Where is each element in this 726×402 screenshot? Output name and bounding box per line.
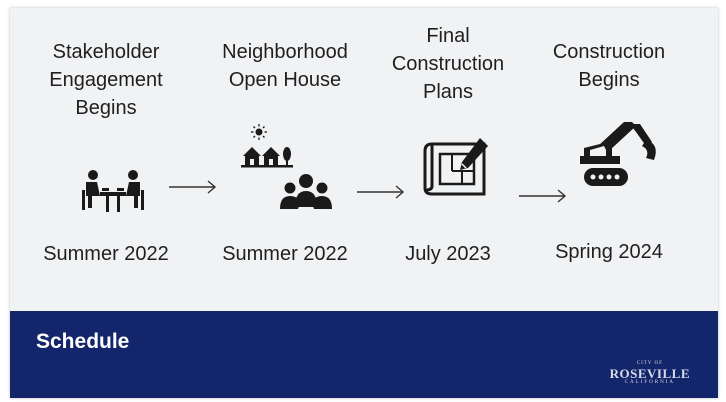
step-2-title: Neighborhood Open House — [185, 38, 385, 94]
slide: Stakeholder Engagement Begins Summer 202… — [10, 8, 718, 398]
step-3-title: Final Construction Plans — [348, 22, 548, 106]
roseville-logo: CITY OF ROSEVILLE CALIFORNIA — [610, 361, 690, 386]
step-4-title-line-2: Begins — [578, 69, 640, 91]
step-1-title-line-1: Stakeholder — [52, 41, 160, 63]
step-2-date: Summer 2022 — [222, 243, 348, 265]
blueprint-icon — [423, 138, 488, 196]
logo-city: CITY OF — [636, 361, 663, 366]
arrow-right-icon — [357, 185, 405, 199]
step-4-date: Spring 2024 — [555, 241, 663, 263]
section-title: Schedule — [36, 330, 130, 353]
step-3-title-line-1: Final — [426, 25, 470, 47]
open-house-icon — [241, 124, 332, 209]
arrow-right-icon — [169, 180, 217, 194]
arrow-right-icon — [519, 189, 567, 203]
step-1-title-line-2: Engagement — [49, 69, 163, 91]
excavator-icon — [580, 122, 656, 186]
step-4-title: Construction Begins — [509, 38, 709, 94]
meeting-icon — [82, 170, 144, 212]
logo-state: CALIFORNIA — [624, 380, 675, 385]
step-2-title-line-1: Neighborhood — [222, 41, 348, 63]
step-3-title-line-2: Construction — [391, 53, 505, 75]
logo-name: ROSEVILLE — [609, 366, 690, 381]
step-1-date: Summer 2022 — [43, 243, 169, 265]
timeline: Stakeholder Engagement Begins Summer 202… — [10, 8, 718, 311]
step-4-title-line-1: Construction — [552, 41, 666, 63]
step-3-date: July 2023 — [405, 243, 491, 265]
step-1-title: Stakeholder Engagement Begins — [10, 38, 206, 122]
step-3-title-line-3: Plans — [422, 81, 474, 103]
step-1-title-line-3: Begins — [75, 97, 137, 119]
step-2-title-line-2: Open House — [228, 69, 342, 91]
footer-banner: Schedule CITY OF ROSEVILLE CALIFORNIA — [10, 311, 718, 398]
